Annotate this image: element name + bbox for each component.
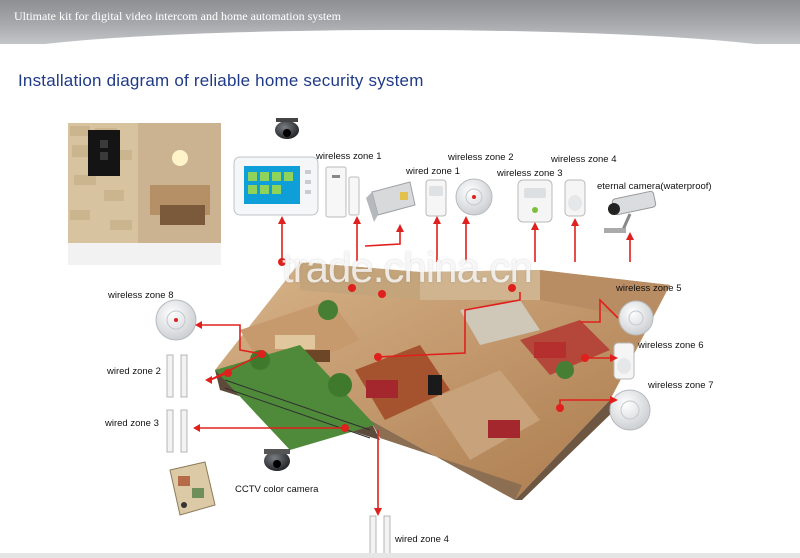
footer-strip (0, 553, 800, 558)
watermark: trade.china.cn (282, 244, 533, 291)
house-floorplan (215, 262, 670, 500)
indoor-monitor-icon (233, 156, 319, 216)
banner-text: Ultimate kit for digital video intercom … (14, 9, 341, 23)
label-cctv-camera: CCTV color camera (235, 484, 319, 495)
label-wireless-zone-7: wireless zone 7 (648, 380, 714, 391)
smoke-detector-zone5-icon (618, 300, 654, 336)
pir-detector-icon (425, 179, 447, 217)
label-wired-zone-4: wired zone 4 (395, 534, 449, 545)
label-wired-zone-2: wired zone 2 (107, 366, 161, 377)
wireless-pir-icon (564, 179, 586, 217)
label-wireless-zone-5: wireless zone 5 (616, 283, 682, 294)
pir-zone6-icon (613, 342, 635, 380)
label-wired-zone-3: wired zone 3 (105, 418, 159, 429)
smoke-detector-zone7-icon (609, 389, 651, 431)
electric-lock-icon (366, 181, 416, 222)
label-wireless-zone-4: wireless zone 4 (551, 154, 617, 165)
label-wireless-zone-3: wireless zone 3 (497, 168, 563, 179)
smoke-detector-zone8-icon (155, 299, 197, 341)
beam-sensor-zone2-icon (166, 354, 188, 398)
label-wireless-zone-8: wireless zone 8 (108, 290, 174, 301)
connection-dots (224, 258, 589, 432)
page-title: Installation diagram of reliable home se… (18, 71, 424, 90)
living-room-photo (68, 123, 221, 265)
mini-floorplan-icon (169, 461, 216, 516)
label-wireless-zone-6: wireless zone 6 (638, 340, 704, 351)
label-eternal-camera: eternal camera(waterproof) (597, 181, 712, 192)
label-wireless-zone-2: wireless zone 2 (448, 152, 514, 163)
smoke-detector-icon (455, 178, 493, 216)
label-wired-zone-1: wired zone 1 (406, 166, 460, 177)
top-banner: Ultimate kit for digital video intercom … (0, 0, 800, 60)
beam-sensor-zone4-icon (369, 515, 391, 557)
arrow-heads (193, 216, 634, 516)
gas-detector-icon (517, 179, 553, 223)
dome-camera-icon (275, 118, 299, 139)
door-contact-icon (325, 166, 360, 218)
beam-sensor-zone3-icon (166, 409, 188, 453)
label-wireless-zone-1: wireless zone 1 (316, 151, 382, 162)
cctv-camera-icon (264, 449, 290, 471)
outdoor-camera-icon (604, 190, 657, 233)
